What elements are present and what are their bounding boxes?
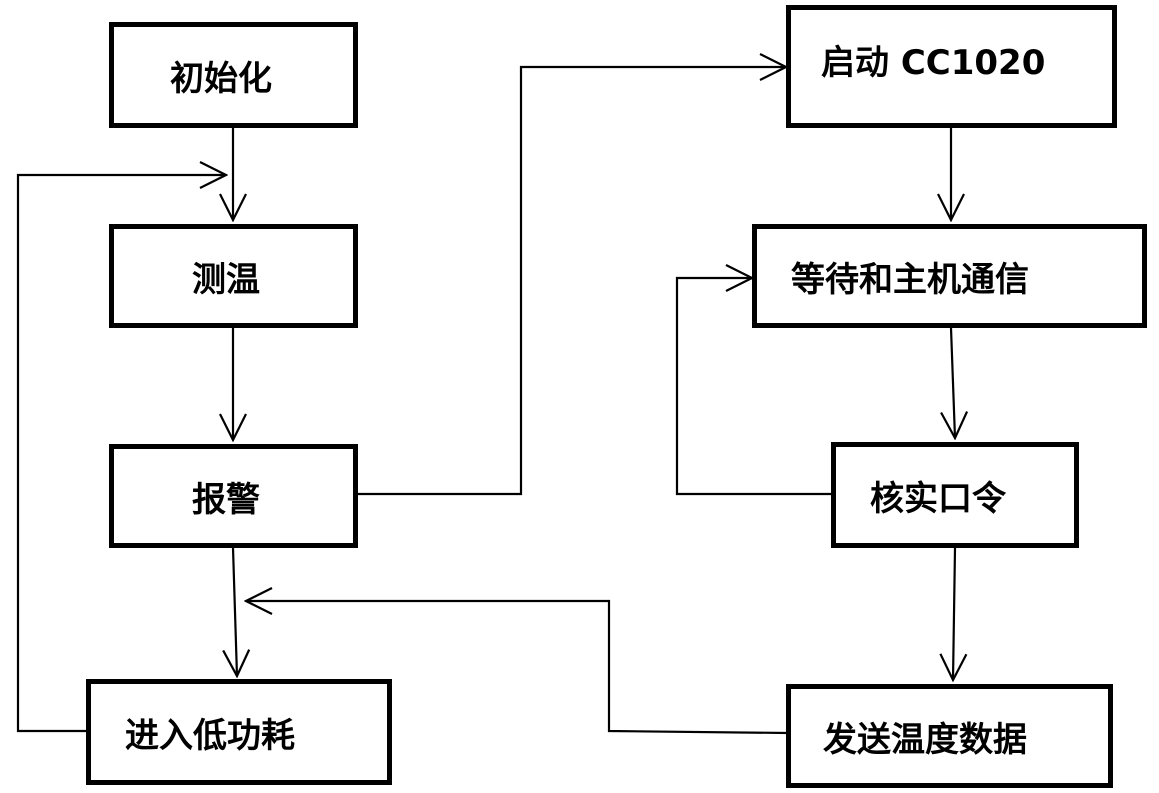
node-init: 初始化 <box>109 22 358 128</box>
node-wait-comm-label: 等待和主机通信 <box>791 259 1029 300</box>
node-verify-password-label: 核实口令 <box>870 478 1006 519</box>
node-send-temp-label: 发送温度数据 <box>823 719 1027 760</box>
arrow-send-to-lowpower <box>246 601 789 735</box>
node-init-label: 初始化 <box>170 58 272 99</box>
arrow-verify-to-send <box>953 547 955 680</box>
arrow-wait-to-verify <box>951 327 955 438</box>
node-low-power: 进入低功耗 <box>86 679 392 785</box>
arrow-verify-loop-to-wait <box>675 278 833 496</box>
node-start-cc1020-label: 启动 CC1020 <box>821 43 1046 83</box>
arrow-alarm-to-lowpower <box>233 547 237 676</box>
node-measure: 测温 <box>109 224 358 328</box>
node-send-temp: 发送温度数据 <box>786 684 1113 788</box>
arrow-lowpower-loop-to-measure <box>16 175 226 733</box>
node-verify-password: 核实口令 <box>831 442 1079 548</box>
node-start-cc1020: 启动 CC1020 <box>786 5 1117 128</box>
node-alarm: 报警 <box>109 444 358 548</box>
node-low-power-label: 进入低功耗 <box>125 715 295 756</box>
node-wait-comm: 等待和主机通信 <box>752 224 1147 328</box>
arrow-alarm-to-start-cc1020 <box>358 67 786 496</box>
node-alarm-label: 报警 <box>192 479 260 520</box>
node-measure-label: 测温 <box>192 259 260 300</box>
